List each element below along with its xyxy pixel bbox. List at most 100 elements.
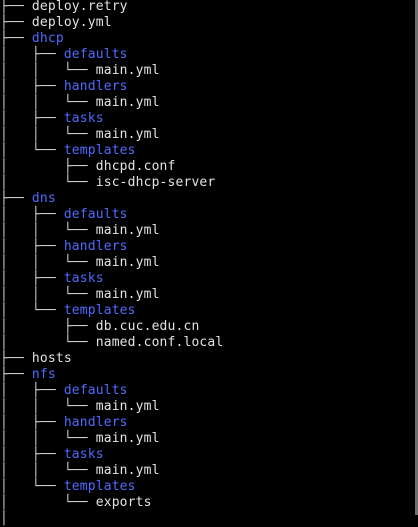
tree-row: │ │ └── main.yml	[0, 431, 412, 447]
file-name: deploy.yml	[31, 15, 112, 30]
directory-name: dns	[31, 191, 56, 206]
tree-branch-lines: │ │ └──	[0, 63, 96, 78]
tree-branch-lines: │ ├──	[0, 271, 64, 286]
tree-branch-lines: │ └──	[0, 479, 64, 494]
tree-row: │ │ └── main.yml	[0, 287, 412, 303]
file-name: exports	[95, 495, 152, 510]
tree-row: ├── deploy.yml	[0, 15, 412, 31]
tree-branch-lines: ├──	[0, 0, 32, 14]
tree-branch-lines: │ ├──	[0, 319, 96, 334]
file-name: main.yml	[95, 127, 160, 142]
directory-name: defaults	[63, 47, 128, 62]
tree-row: ├── dhcp	[0, 31, 412, 47]
file-name: main.yml	[95, 463, 160, 478]
tree-row: │ └── templates	[0, 303, 412, 319]
tree-row: │ └── named.conf.local	[0, 335, 412, 351]
tree-branch-lines: │ │ └──	[0, 95, 96, 110]
tree-row: ├── dns	[0, 191, 412, 207]
tree-row: │ ├── tasks	[0, 447, 412, 463]
file-name: named.conf.local	[95, 335, 224, 350]
tree-branch-lines: │ ├──	[0, 239, 64, 254]
tree-branch-lines: │ ├──	[0, 207, 64, 222]
file-name: isc-dhcp-server	[95, 175, 216, 190]
tree-branch-lines: │ └──	[0, 495, 96, 510]
directory-name: handlers	[63, 415, 128, 430]
window-right-border	[415, 0, 418, 515]
file-name: main.yml	[95, 287, 160, 302]
file-name: deploy.retry	[31, 0, 128, 14]
directory-name: dhcp	[31, 31, 64, 46]
tree-row: │ ├── defaults	[0, 207, 412, 223]
directory-name: templates	[63, 143, 136, 158]
directory-name: tasks	[63, 111, 104, 126]
file-name: dhcpd.conf	[95, 159, 176, 174]
tree-branch-lines: ├──	[0, 191, 32, 206]
tree-row: ├── nfs	[0, 367, 412, 383]
tree-row: │ ├── handlers	[0, 79, 412, 95]
tree-row: │ └── templates	[0, 143, 412, 159]
tree-branch-lines: │	[0, 511, 8, 526]
tree-branch-lines: │ │ └──	[0, 431, 96, 446]
directory-name: nfs	[31, 367, 56, 382]
file-name: main.yml	[95, 431, 160, 446]
tree-row: │ │ └── main.yml	[0, 63, 412, 79]
tree-row: │ ├── handlers	[0, 415, 412, 431]
tree-row: ├── deploy.retry	[0, 0, 412, 15]
tree-row: │ ├── defaults	[0, 47, 412, 63]
tree-branch-lines: │ ├──	[0, 111, 64, 126]
file-name: main.yml	[95, 95, 160, 110]
directory-name: tasks	[63, 271, 104, 286]
tree-row: │ ├── dhcpd.conf	[0, 159, 412, 175]
tree-row: │ │ └── main.yml	[0, 463, 412, 479]
directory-name: handlers	[63, 79, 128, 94]
tree-branch-lines: │ ├──	[0, 415, 64, 430]
directory-name: handlers	[63, 239, 128, 254]
tree-row: │ └── exports	[0, 495, 412, 511]
tree-row: │ └── templates	[0, 479, 412, 495]
tree-branch-lines: │ │ └──	[0, 255, 96, 270]
tree-row: │ │ └── main.yml	[0, 399, 412, 415]
tree-row: │ └── isc-dhcp-server	[0, 175, 412, 191]
tree-branch-lines: ├──	[0, 15, 32, 30]
tree-row: ├── hosts	[0, 351, 412, 367]
tree-branch-lines: │ │ └──	[0, 127, 96, 142]
tree-branch-lines: │ │ └──	[0, 399, 96, 414]
tree-row: │ ├── defaults	[0, 383, 412, 399]
directory-name: templates	[63, 303, 136, 318]
tree-branch-lines: │ │ └──	[0, 287, 96, 302]
tree-branch-lines: │ ├──	[0, 79, 64, 94]
directory-name: defaults	[63, 383, 128, 398]
file-name: main.yml	[95, 255, 160, 270]
tree-row: │ │ └── main.yml	[0, 127, 412, 143]
tree-row: │ ├── handlers	[0, 239, 412, 255]
tree-row: │	[0, 511, 412, 527]
tree-branch-lines: │ │ └──	[0, 463, 96, 478]
tree-branch-lines: │ │ └──	[0, 223, 96, 238]
file-name: main.yml	[95, 63, 160, 78]
file-name: db.cuc.edu.cn	[95, 319, 200, 334]
tree-branch-lines: │ └──	[0, 303, 64, 318]
tree-branch-lines: ├──	[0, 351, 32, 366]
tree-branch-lines: │ ├──	[0, 383, 64, 398]
tree-row: │ ├── tasks	[0, 271, 412, 287]
file-name: main.yml	[95, 223, 160, 238]
tree-row: │ │ └── main.yml	[0, 255, 412, 271]
tree-branch-lines: │ ├──	[0, 447, 64, 462]
tree-row: │ │ └── main.yml	[0, 95, 412, 111]
directory-name: defaults	[63, 207, 128, 222]
directory-name: tasks	[63, 447, 104, 462]
tree-branch-lines: │ └──	[0, 335, 96, 350]
file-name: hosts	[31, 351, 72, 366]
tree-branch-lines: │ └──	[0, 175, 96, 190]
tree-branch-lines: │ └──	[0, 143, 64, 158]
directory-name: templates	[63, 479, 136, 494]
tree-branch-lines: │ ├──	[0, 159, 96, 174]
tree-branch-lines: ├──	[0, 367, 32, 382]
tree-row: │ │ └── main.yml	[0, 223, 412, 239]
tree-branch-lines: │ ├──	[0, 47, 64, 62]
tree-row: │ ├── tasks	[0, 111, 412, 127]
tree-row: │ ├── db.cuc.edu.cn	[0, 319, 412, 335]
tree-branch-lines: ├──	[0, 31, 32, 46]
